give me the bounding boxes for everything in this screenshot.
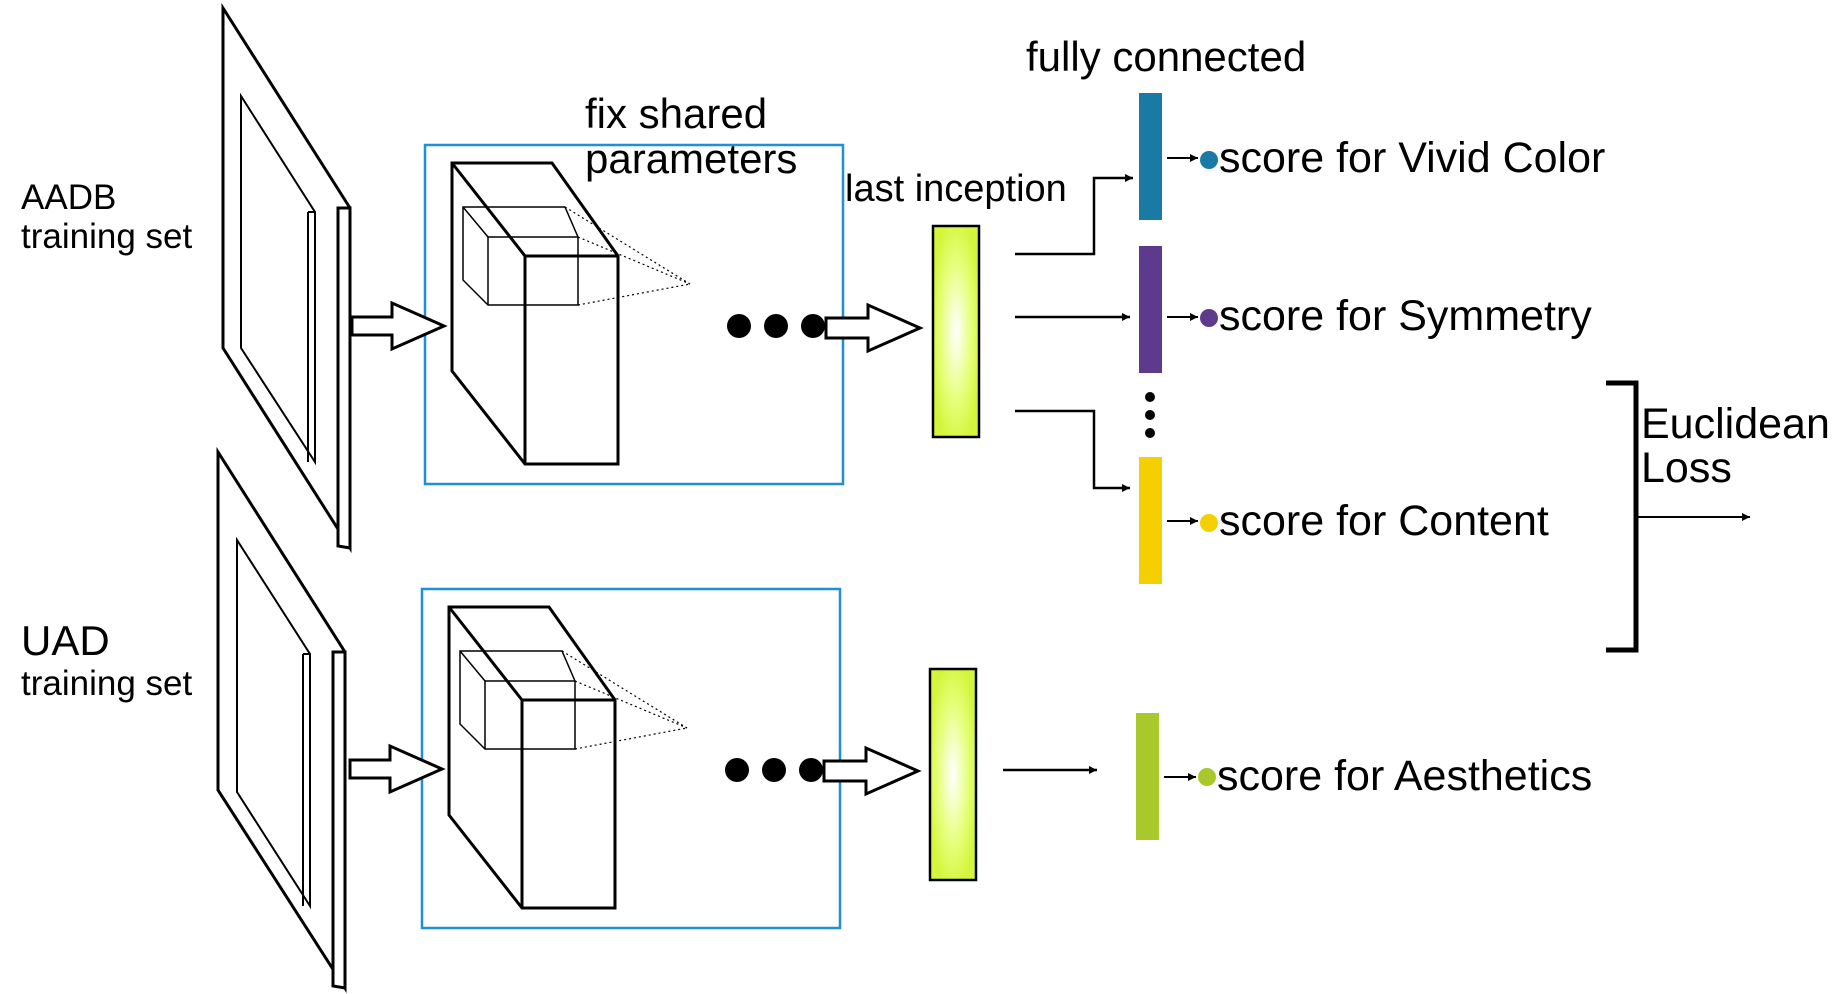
top-input-arrow [350, 300, 448, 352]
fix-shared-line1: fix shared [585, 90, 768, 137]
fc-bar-symmetry [1139, 246, 1162, 373]
bottom-layer-ellipsis [725, 758, 823, 782]
score-label-symmetry: score for Symmetry [1219, 292, 1592, 340]
bottom-conv-cube [447, 605, 688, 910]
fc-bar-vivid-color [1139, 93, 1162, 220]
score-dot-aesthetics [1198, 768, 1216, 786]
top-inception-arrow [824, 302, 924, 354]
score-label-vivid-color: score for Vivid Color [1219, 134, 1606, 182]
uad-label: UAD training set [21, 617, 192, 703]
euclidean-loss-line2: Loss [1641, 444, 1732, 493]
bottom-input-arrow [348, 743, 446, 795]
fc-connector-content [1015, 409, 1130, 492]
uad-label-line1: UAD [21, 617, 110, 664]
euclidean-loss-label: Euclidean Loss [1641, 400, 1830, 492]
top-last-inception-bar [931, 224, 981, 439]
euclidean-loss-line1: Euclidean [1641, 400, 1830, 448]
fix-shared-line2: parameters [585, 135, 798, 183]
fc-bar-content [1139, 457, 1162, 584]
top-shared-module-box [423, 143, 845, 486]
loss-bracket [1606, 380, 1639, 653]
fix-shared-parameters-label: fix shared parameters [585, 90, 797, 182]
score-dot-vivid-color [1200, 151, 1218, 169]
aadb-input-image [221, 2, 352, 554]
last-inception-label: last inception [845, 168, 1067, 210]
bottom-last-inception-bar [928, 667, 978, 882]
aadb-label: AADB training set [21, 178, 192, 256]
bottom-inception-arrow [822, 745, 922, 797]
top-conv-cube [450, 161, 691, 466]
fully-connected-label: fully connected [1026, 33, 1307, 80]
top-layer-ellipsis [727, 314, 825, 338]
score-label-content: score for Content [1219, 497, 1549, 545]
score-label-aesthetics: score for Aesthetics [1217, 752, 1593, 800]
aadb-label-line1: AADB [21, 178, 117, 217]
uad-label-line2: training set [21, 664, 193, 704]
score-dot-content [1200, 514, 1218, 532]
aadb-label-line2: training set [21, 217, 193, 257]
score-dot-symmetry [1200, 309, 1218, 327]
fc-bar-aesthetics [1136, 713, 1159, 840]
bottom-shared-module-box [420, 587, 842, 930]
uad-input-image [216, 446, 347, 994]
fc-connector-vivid [1015, 174, 1133, 256]
fc-vertical-ellipsis [1145, 392, 1155, 438]
